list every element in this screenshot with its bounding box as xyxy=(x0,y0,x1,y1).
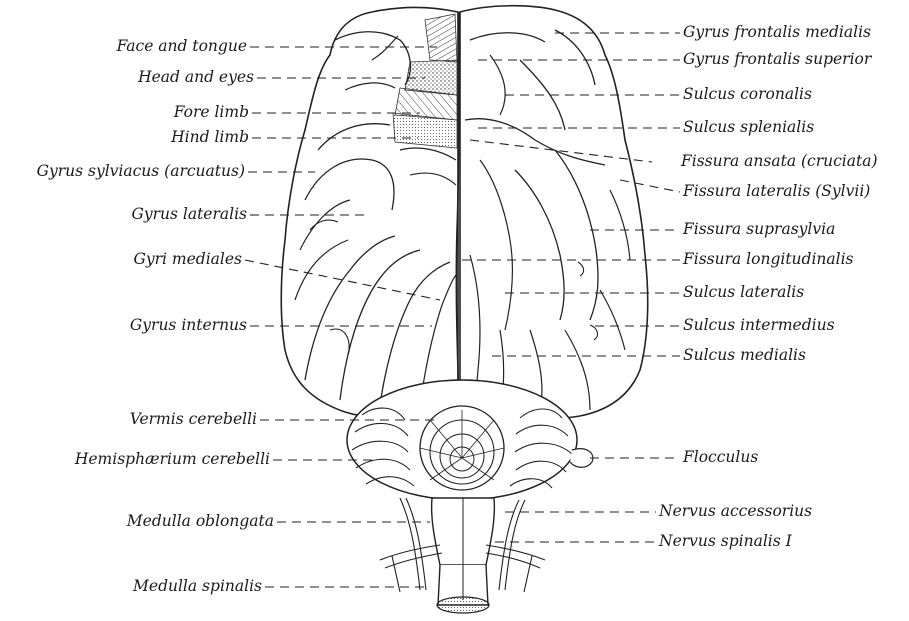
label-fissura-suprasylvia: Fissura suprasylvia xyxy=(683,220,835,238)
face-tongue-area xyxy=(425,14,457,62)
label-fissura-ansata: Fissura ansata (cruciata) xyxy=(681,152,878,170)
label-hemispherium-cerebelli: Hemisphærium cerebelli xyxy=(75,450,270,468)
label-fissura-lateralis: Fissura lateralis (Sylvii) xyxy=(683,182,870,200)
label-medulla-oblongata: Medulla oblongata xyxy=(127,512,274,530)
label-gyrus-lateralis: Gyrus lateralis xyxy=(131,205,247,223)
label-gyrus-internus: Gyrus internus xyxy=(130,316,247,334)
label-nervus-accessorius: Nervus accessorius xyxy=(659,502,812,520)
label-nervus-spinalis-i: Nervus spinalis I xyxy=(659,532,792,550)
flocculus-shape xyxy=(570,449,593,468)
label-flocculus: Flocculus xyxy=(683,448,758,466)
label-sulcus-lateralis: Sulcus lateralis xyxy=(683,283,804,301)
label-gyrus-frontalis-medialis: Gyrus frontalis medialis xyxy=(683,23,871,41)
label-gyrus-sylviacus: Gyrus sylviacus (arcuatus) xyxy=(37,162,245,180)
label-head-and-eyes: Head and eyes xyxy=(138,68,254,86)
label-medulla-spinalis: Medulla spinalis xyxy=(133,577,262,595)
label-sulcus-intermedius: Sulcus intermedius xyxy=(683,316,835,334)
label-fissura-longitudinalis: Fissura longitudinalis xyxy=(683,250,854,268)
label-vermis-cerebelli: Vermis cerebelli xyxy=(130,410,257,428)
label-sulcus-splenialis: Sulcus splenialis xyxy=(683,118,814,136)
label-face-and-tongue: Face and tongue xyxy=(117,37,247,55)
label-hind-limb: Hind limb xyxy=(171,128,249,146)
label-fore-limb: Fore limb xyxy=(174,103,249,121)
label-sulcus-coronalis: Sulcus coronalis xyxy=(683,85,812,103)
label-sulcus-medialis: Sulcus medialis xyxy=(683,346,806,364)
label-gyrus-frontalis-superior: Gyrus frontalis superior xyxy=(683,50,871,68)
label-gyri-mediales: Gyri mediales xyxy=(133,250,242,268)
